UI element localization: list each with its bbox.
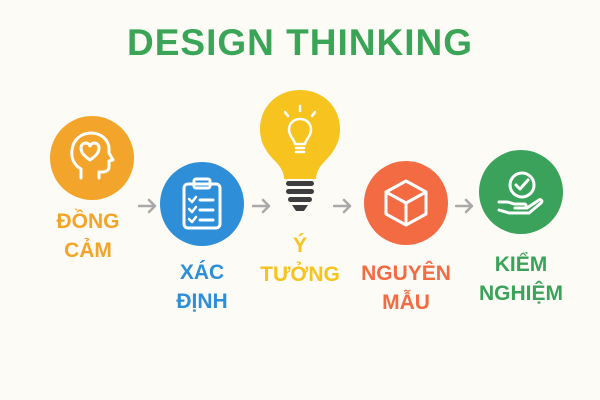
step-define-circle <box>160 162 244 246</box>
step-prototype-circle <box>364 161 448 245</box>
clipboard-checklist-icon <box>182 177 222 230</box>
step-empathize-label: ĐỒNG CẢM <box>23 207 153 265</box>
arrow-right-icon <box>333 198 353 214</box>
step-ideate-line1: Ý <box>292 234 307 257</box>
lightbulb-icon <box>260 90 340 211</box>
step-ideate-bulb <box>255 86 345 218</box>
arrow-right-icon <box>455 198 475 214</box>
step-define-label: XÁC ĐỊNH <box>137 258 267 316</box>
step-define-line1: XÁC <box>179 261 225 284</box>
hand-check-icon <box>497 171 544 215</box>
step-test-line1: KIỂM <box>494 253 548 276</box>
step-prototype-label: NGUYÊN MẪU <box>341 259 471 317</box>
step-ideate-label: Ý TƯỞNG <box>235 231 365 289</box>
step-test-circle <box>479 150 563 234</box>
step-test-label: KIỂM NGHIỆM <box>456 250 586 308</box>
page-title: DESIGN THINKING <box>127 22 473 63</box>
step-ideate-line2: TƯỞNG <box>260 263 340 286</box>
arrow-right-icon <box>138 198 158 214</box>
step-prototype-line2: MẪU <box>382 291 430 314</box>
step-empathize-line1: ĐỒNG <box>56 210 120 233</box>
step-prototype-line1: NGUYÊN <box>361 262 451 285</box>
cube-icon <box>384 179 428 227</box>
head-heart-icon <box>70 131 115 180</box>
step-empathize-line2: CẢM <box>64 239 112 262</box>
arrow-right-icon <box>252 198 272 214</box>
step-test-line2: NGHIỆM <box>479 282 563 305</box>
step-define-line2: ĐỊNH <box>176 290 228 313</box>
step-empathize-circle <box>50 116 134 200</box>
